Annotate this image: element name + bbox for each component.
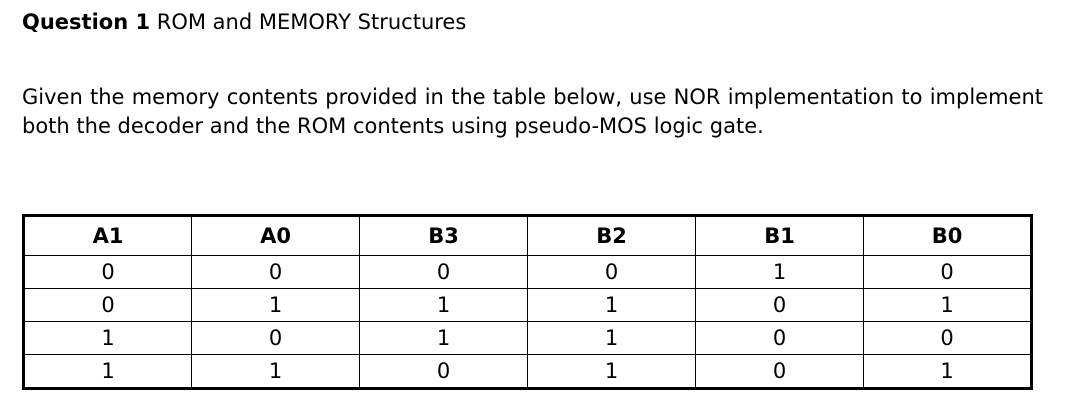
cell-a0: 0 [191,255,360,289]
cell-a0: 0 [191,321,360,355]
cell-b2: 0 [527,255,696,289]
question-prompt-text: Given the memory contents provided in th… [22,85,1043,138]
cell-b2: 1 [527,288,696,322]
cell-b1: 0 [695,321,864,355]
table-row: 0 0 0 0 1 0 [23,255,1032,289]
cell-a1: 0 [23,288,192,322]
cell-b3: 1 [359,288,528,322]
cell-b3: 0 [359,255,528,289]
cell-b2: 1 [527,321,696,355]
table-row: 0 1 1 1 0 1 [23,288,1032,322]
question-prompt: Given the memory contents provided in th… [22,83,1043,141]
cell-b0: 1 [863,288,1032,322]
table-row: 1 1 0 1 0 1 [23,354,1032,389]
cell-a0: 1 [191,354,360,389]
cell-b1: 1 [695,255,864,289]
column-header-a0: A0 [191,215,360,256]
cell-b3: 1 [359,321,528,355]
cell-b1: 0 [695,288,864,322]
table-row: 1 0 1 1 0 0 [23,321,1032,355]
question-heading: Question 1 ROM and MEMORY Structures [22,8,1043,36]
question-title: ROM and MEMORY Structures [150,10,467,34]
cell-a1: 1 [23,321,192,355]
table-body: 0 0 0 0 1 0 0 1 1 1 0 1 1 0 1 1 0 0 [23,255,1032,389]
cell-b1: 0 [695,354,864,389]
cell-b3: 0 [359,354,528,389]
cell-b0: 0 [863,321,1032,355]
column-header-b3: B3 [359,215,528,256]
column-header-b1: B1 [695,215,864,256]
column-header-b2: B2 [527,215,696,256]
table-header-row: A1 A0 B3 B2 B1 B0 [23,215,1032,256]
rom-memory-table: A1 A0 B3 B2 B1 B0 0 0 0 0 1 0 0 1 1 1 [22,214,1033,390]
cell-a1: 1 [23,354,192,389]
cell-a0: 1 [191,288,360,322]
cell-a1: 0 [23,255,192,289]
cell-b0: 1 [863,354,1032,389]
question-number-label: Question 1 [22,10,151,34]
column-header-b0: B0 [863,215,1032,256]
table-header: A1 A0 B3 B2 B1 B0 [23,215,1032,256]
column-header-a1: A1 [23,215,192,256]
cell-b2: 1 [527,354,696,389]
cell-b0: 0 [863,255,1032,289]
